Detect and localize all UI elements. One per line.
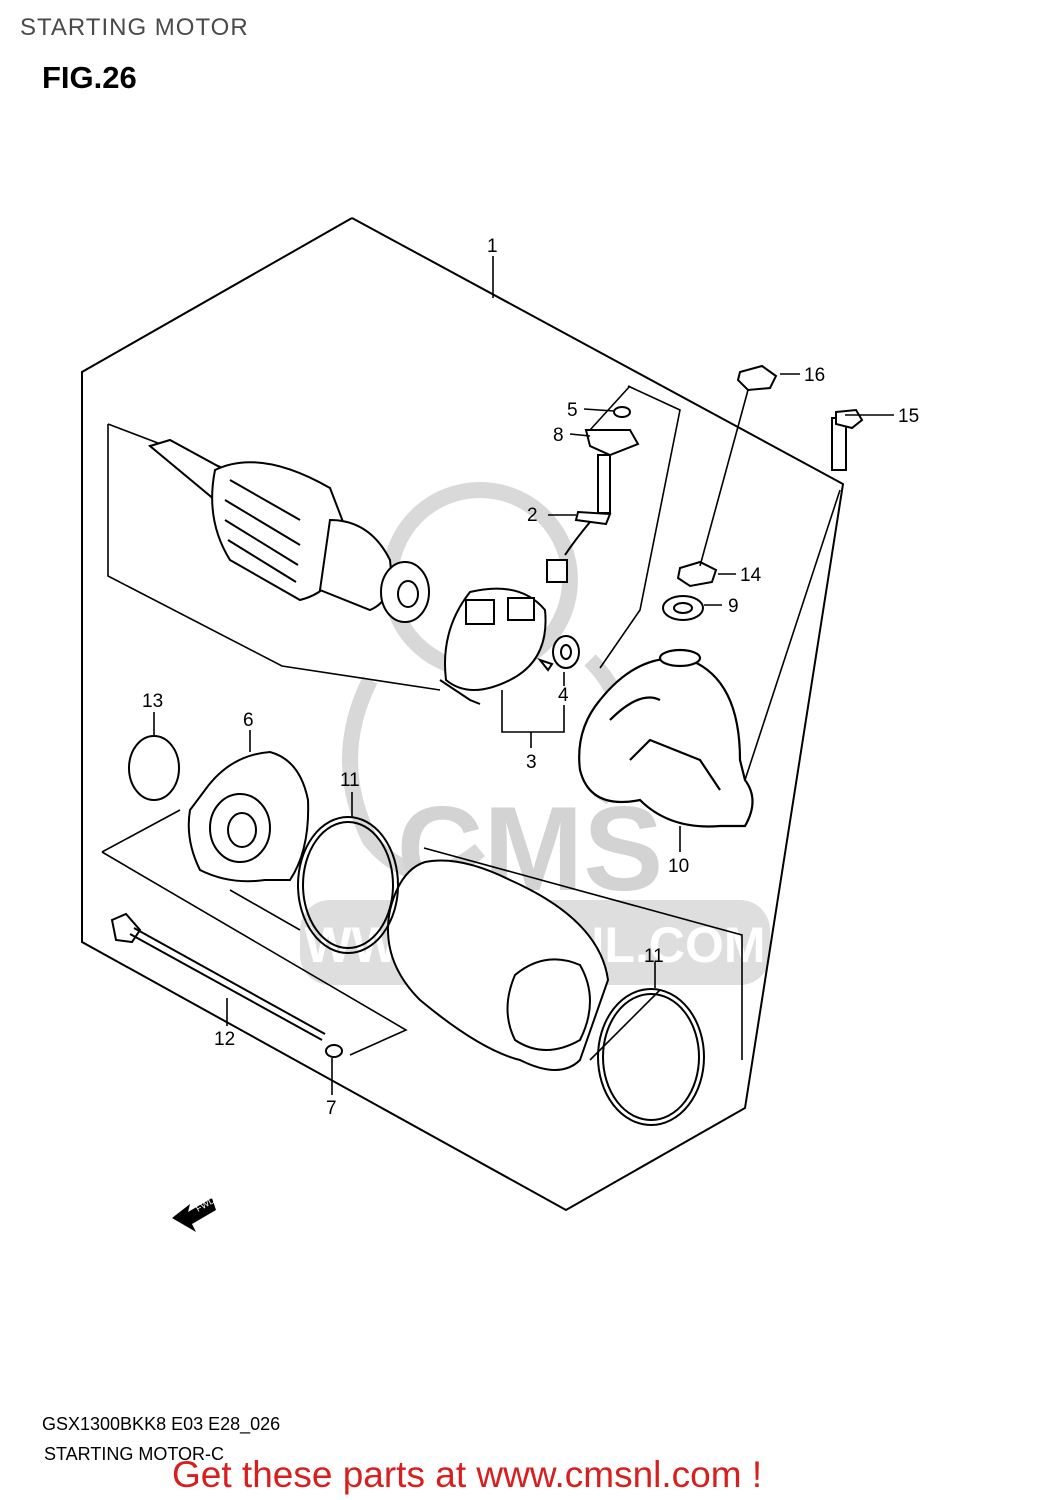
callout-5: 5 bbox=[567, 400, 578, 421]
callout-6: 6 bbox=[243, 710, 254, 731]
callout-9: 9 bbox=[728, 596, 739, 617]
callout-11-right: 11 bbox=[644, 946, 664, 967]
callout-3: 3 bbox=[526, 752, 537, 773]
callout-14: 14 bbox=[740, 565, 762, 586]
brush-holder-part bbox=[439, 587, 554, 705]
callout-2: 2 bbox=[527, 505, 538, 526]
leader-lines bbox=[153, 256, 894, 1095]
hardware-parts bbox=[662, 364, 864, 621]
callout-12: 12 bbox=[214, 1029, 235, 1050]
yoke-part bbox=[387, 859, 610, 1071]
callout-11-left: 11 bbox=[340, 770, 360, 791]
rear-cover-part bbox=[128, 735, 310, 883]
bearing-part bbox=[552, 635, 580, 669]
callout-4: 4 bbox=[558, 685, 569, 706]
callout-15: 15 bbox=[898, 406, 919, 427]
armature-part bbox=[147, 438, 430, 623]
callout-7: 7 bbox=[326, 1098, 337, 1119]
end-cover-group-outline bbox=[101, 809, 743, 1060]
footer-subtitle: STARTING MOTOR-C bbox=[44, 1444, 224, 1464]
callout-13: 13 bbox=[142, 691, 163, 712]
front-cover-part bbox=[578, 648, 754, 828]
footer-model-code: GSX1300BKK8 E03 E28_026 bbox=[42, 1414, 281, 1434]
callout-1: 1 bbox=[487, 236, 498, 257]
callout-10: 10 bbox=[668, 856, 689, 877]
callout-16: 16 bbox=[804, 365, 825, 386]
fwd-arrow-icon: FWD bbox=[172, 1195, 217, 1232]
promo-banner-link[interactable]: Get these parts at www.cmsnl.com ! bbox=[172, 1454, 763, 1495]
terminal-bolt-part bbox=[546, 406, 640, 583]
figure-label: FIG.26 bbox=[42, 60, 137, 95]
callout-8: 8 bbox=[553, 425, 564, 446]
page-header-title: STARTING MOTOR bbox=[20, 14, 249, 41]
assembly-outline bbox=[81, 217, 845, 1212]
callout-numbers: 1 2 3 4 5 6 7 8 9 10 11 11 12 13 14 15 1… bbox=[142, 236, 919, 1119]
o-ring-parts bbox=[297, 816, 705, 1126]
through-bolt-part bbox=[110, 912, 343, 1058]
